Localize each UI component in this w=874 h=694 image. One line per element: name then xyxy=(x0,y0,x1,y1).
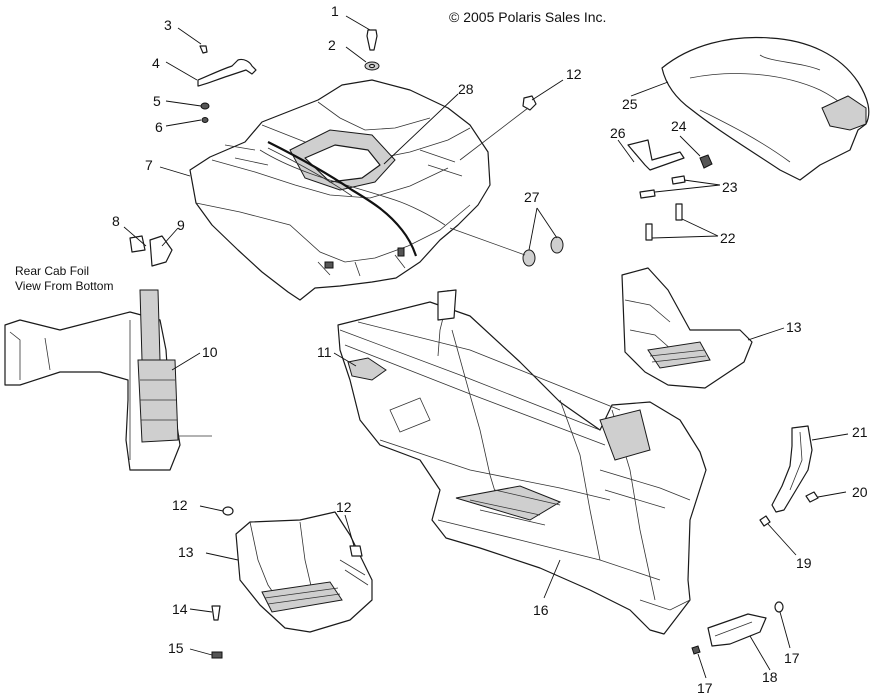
bolts-22 xyxy=(645,203,683,241)
nut-6 xyxy=(201,117,209,123)
callout-1: 1 xyxy=(331,3,339,19)
pin-3 xyxy=(199,45,208,54)
foil-view-note-line2: View From Bottom xyxy=(15,279,114,293)
callout-16: 16 xyxy=(533,602,549,618)
fastener-12-mid xyxy=(349,545,363,557)
fastener-12-left xyxy=(222,506,234,516)
frame-16 xyxy=(337,289,707,635)
grommets-27 xyxy=(449,227,564,267)
latch-26 xyxy=(627,139,685,171)
callout-15: 15 xyxy=(168,640,184,656)
callout-28: 28 xyxy=(458,81,474,97)
callout-4: 4 xyxy=(152,55,160,71)
callout-6: 6 xyxy=(155,119,163,135)
callout-numbers: 1 2 3 4 5 6 7 8 9 10 11 12 12 12 13 13 1… xyxy=(112,3,868,694)
callout-20: 20 xyxy=(852,484,868,500)
callout-22: 22 xyxy=(720,230,736,246)
support-21 xyxy=(771,425,813,513)
seat-25 xyxy=(661,36,870,181)
callout-13-left: 13 xyxy=(178,544,194,560)
callout-8: 8 xyxy=(112,213,120,229)
callout-19: 19 xyxy=(796,555,812,571)
callout-18: 18 xyxy=(762,669,778,685)
bolt-19 xyxy=(759,515,771,527)
callout-21: 21 xyxy=(852,424,868,440)
callout-17-left: 17 xyxy=(697,680,713,694)
bolt-20 xyxy=(805,491,819,503)
leader-lines xyxy=(123,15,849,679)
pins-23 xyxy=(639,175,686,199)
washer-2 xyxy=(364,61,380,71)
screw-15 xyxy=(211,651,223,659)
callout-17-right: 17 xyxy=(784,650,800,666)
bolt-14 xyxy=(211,605,221,621)
footwell-left-13 xyxy=(235,511,373,633)
callout-12-top: 12 xyxy=(566,66,582,82)
callout-25: 25 xyxy=(622,96,638,112)
callout-5: 5 xyxy=(153,93,161,109)
callout-24: 24 xyxy=(671,118,687,134)
nut-5 xyxy=(200,102,210,110)
bracket-11 xyxy=(347,357,387,381)
callout-14: 14 xyxy=(172,601,188,617)
callout-11: 11 xyxy=(317,344,332,360)
footwell-right-13 xyxy=(621,267,753,389)
nut-17-right xyxy=(774,601,784,613)
callout-9: 9 xyxy=(177,217,185,233)
cable-assembly xyxy=(267,141,418,257)
callout-26: 26 xyxy=(610,125,626,141)
bolt-17-left xyxy=(691,645,701,655)
foil-view-note: Rear Cab Foil View From Bottom xyxy=(15,264,113,294)
bracket-4 xyxy=(197,58,257,87)
rear-cab-foil xyxy=(4,235,212,471)
copyright-notice: © 2005 Polaris Sales Inc. xyxy=(449,9,607,25)
callout-7: 7 xyxy=(145,157,153,173)
rear-cab-fender xyxy=(189,79,491,301)
callout-13-right: 13 xyxy=(786,319,802,335)
callout-10: 10 xyxy=(202,344,218,360)
callout-27: 27 xyxy=(524,189,540,205)
callout-12-left: 12 xyxy=(172,497,188,513)
fastener-1 xyxy=(366,29,378,51)
callout-23: 23 xyxy=(722,179,738,195)
foil-view-note-line1: Rear Cab Foil xyxy=(15,264,90,278)
clip-24 xyxy=(699,154,713,169)
callout-3: 3 xyxy=(164,17,172,33)
callout-2: 2 xyxy=(328,37,336,53)
callout-12-mid: 12 xyxy=(336,499,352,515)
bracket-18 xyxy=(707,613,767,647)
